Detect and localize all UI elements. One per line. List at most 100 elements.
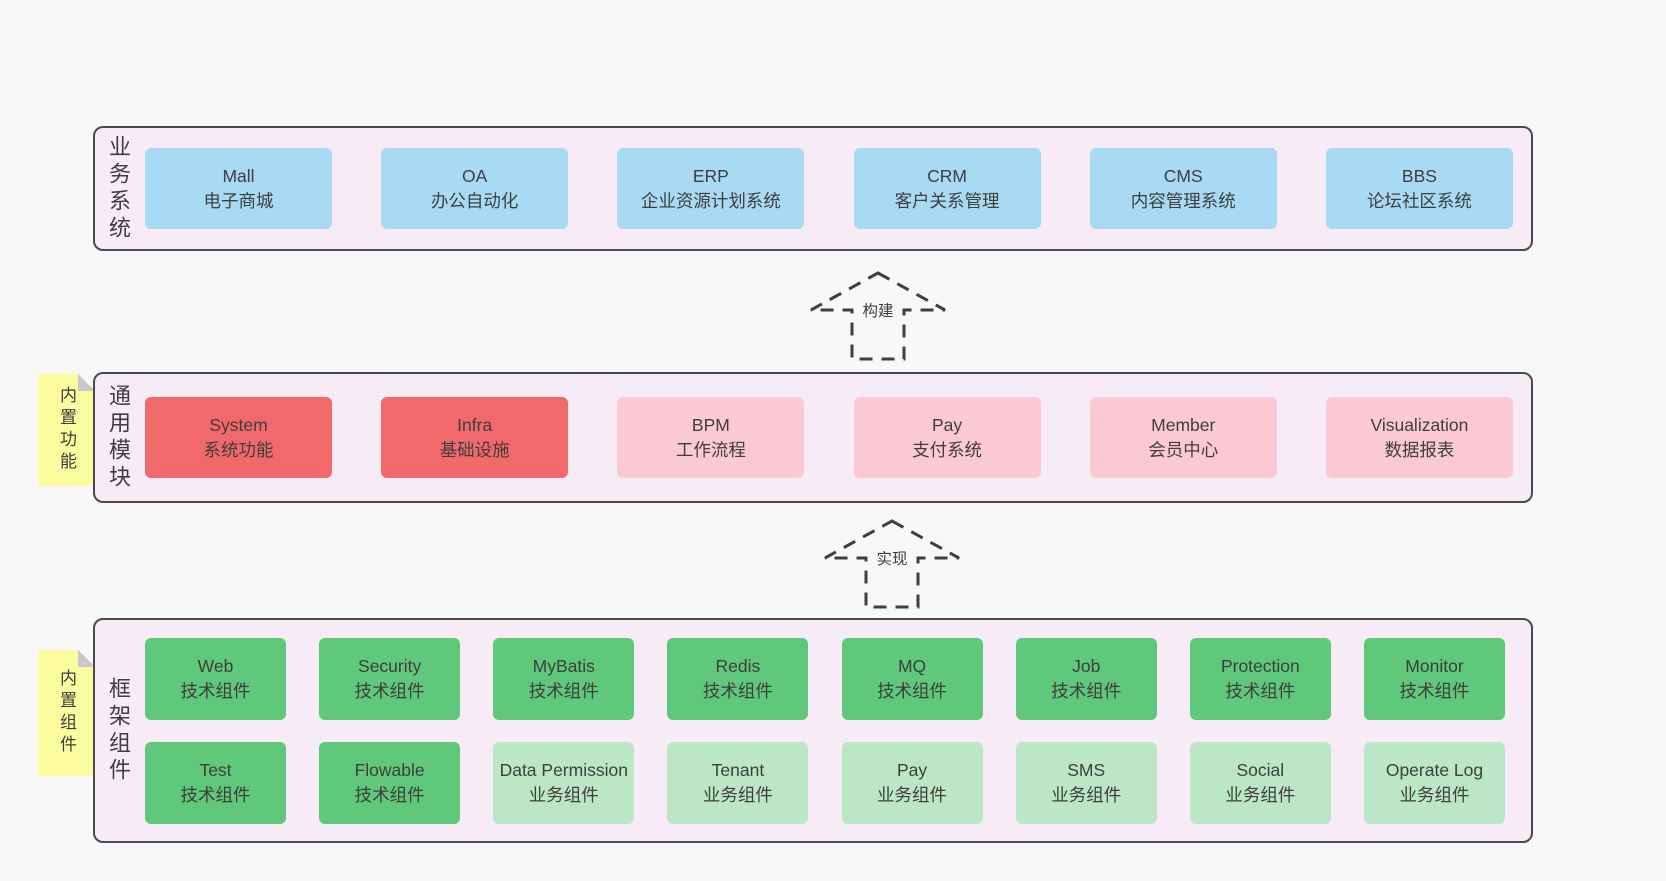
node-title: Member [1151, 414, 1216, 435]
node-title: Mall [222, 165, 255, 186]
node-subtitle: 技术组件 [180, 784, 251, 805]
node-subtitle: 技术组件 [1225, 680, 1296, 701]
layer-label-common-modules: 通用模块 [106, 383, 131, 492]
layer-label-business-systems: 业务系统 [106, 134, 131, 243]
node-subtitle: 技术组件 [528, 680, 599, 701]
node-title: BPM [691, 414, 730, 435]
node-data-permission: Data Permission 业务组件 [493, 741, 635, 824]
node-system: System 系统功能 [145, 397, 332, 478]
sticky-note-builtin-components: 内置组件 [38, 650, 95, 776]
node-title: ERP [692, 165, 729, 186]
sticky-note-builtin-features: 内置功能 [38, 374, 95, 486]
node-title: SMS [1067, 759, 1106, 780]
node-cms: CMS 内容管理系统 [1089, 148, 1277, 229]
node-subtitle: 业务组件 [702, 784, 773, 805]
node-subtitle: 办公自动化 [430, 190, 519, 211]
node-oa: OA 办公自动化 [381, 148, 569, 229]
node-bbs: BBS 论坛社区系统 [1325, 148, 1513, 229]
node-title: Job [1072, 655, 1101, 676]
node-subtitle: 数据报表 [1384, 439, 1455, 460]
band-framework-components: 框架组件 Web 技术组件 Security 技术组件 MyBatis 技术组件… [93, 618, 1533, 843]
node-title: Protection [1220, 655, 1300, 676]
business-systems-row: Mall 电子商城 OA 办公自动化 ERP 企业资源计划系统 CRM 客户关系… [129, 148, 1531, 229]
node-mq: MQ 技术组件 [841, 637, 983, 720]
node-subtitle: 支付系统 [912, 439, 983, 460]
framework-components-row-2: Test 技术组件 Flowable 技术组件 Data Permission … [145, 741, 1505, 824]
node-subtitle: 业务组件 [528, 784, 599, 805]
node-social: Social 业务组件 [1189, 741, 1331, 824]
node-title: Tenant [711, 759, 765, 780]
node-title: Web [197, 655, 234, 676]
node-title: Test [199, 759, 232, 780]
node-web: Web 技术组件 [145, 637, 286, 720]
node-job: Job 技术组件 [1015, 637, 1157, 720]
node-subtitle: 业务组件 [1051, 784, 1122, 805]
node-subtitle: 企业资源计划系统 [640, 190, 781, 211]
node-subtitle: 内容管理系统 [1130, 190, 1236, 211]
node-bpm: BPM 工作流程 [617, 397, 805, 478]
node-title: System [209, 414, 268, 435]
node-title: MyBatis [532, 655, 595, 676]
node-title: Pay [931, 414, 963, 435]
arrow-build: 构建 [808, 270, 948, 362]
node-title: Visualization [1370, 414, 1469, 435]
node-subtitle: 论坛社区系统 [1366, 190, 1472, 211]
node-subtitle: 技术组件 [702, 680, 773, 701]
node-title: Monitor [1405, 655, 1464, 676]
node-title: Redis [715, 655, 761, 676]
node-subtitle: 系统功能 [203, 439, 274, 460]
node-title: Security [358, 655, 422, 676]
sticky-fold-icon [78, 650, 95, 667]
node-infra: Infra 基础设施 [381, 397, 569, 478]
node-pay-system: Pay 支付系统 [853, 397, 1041, 478]
framework-components-rows: Web 技术组件 Security 技术组件 MyBatis 技术组件 Redi… [129, 637, 1531, 824]
band-business-systems: 业务系统 Mall 电子商城 OA 办公自动化 ERP 企业资源计划系统 CRM… [93, 126, 1533, 251]
node-visualization: Visualization 数据报表 [1325, 397, 1513, 478]
layer-label-framework-components: 框架组件 [106, 676, 131, 785]
node-tenant: Tenant 业务组件 [667, 741, 809, 824]
node-title: CRM [927, 165, 967, 186]
node-title: Operate Log [1385, 759, 1484, 780]
node-operate-log: Operate Log 业务组件 [1363, 741, 1505, 824]
node-mybatis: MyBatis 技术组件 [493, 637, 635, 720]
node-security: Security 技术组件 [319, 637, 461, 720]
node-subtitle: 业务组件 [877, 784, 948, 805]
node-subtitle: 电子商城 [203, 190, 274, 211]
node-title: OA [462, 165, 488, 186]
node-flowable: Flowable 技术组件 [319, 741, 461, 824]
node-title: BBS [1401, 165, 1437, 186]
node-subtitle: 技术组件 [354, 784, 425, 805]
node-title: CMS [1163, 165, 1203, 186]
node-subtitle: 客户关系管理 [894, 190, 1000, 211]
node-pay-component: Pay 业务组件 [841, 741, 983, 824]
node-title: Infra [457, 414, 493, 435]
node-subtitle: 基础设施 [439, 439, 510, 460]
node-subtitle: 技术组件 [1051, 680, 1122, 701]
node-test: Test 技术组件 [145, 741, 286, 824]
node-subtitle: 工作流程 [675, 439, 746, 460]
arrow-implement: 实现 [822, 518, 962, 610]
node-subtitle: 会员中心 [1148, 439, 1219, 460]
band-common-modules: 通用模块 System 系统功能 Infra 基础设施 BPM 工作流程 Pay… [93, 372, 1533, 503]
node-title: Social [1236, 759, 1285, 780]
node-title: Pay [896, 759, 928, 780]
sticky-fold-icon [78, 374, 95, 391]
node-member: Member 会员中心 [1089, 397, 1277, 478]
node-redis: Redis 技术组件 [667, 637, 809, 720]
node-subtitle: 技术组件 [877, 680, 948, 701]
framework-components-row-1: Web 技术组件 Security 技术组件 MyBatis 技术组件 Redi… [145, 637, 1505, 720]
node-monitor: Monitor 技术组件 [1363, 637, 1505, 720]
node-subtitle: 技术组件 [180, 680, 251, 701]
node-sms: SMS 业务组件 [1015, 741, 1157, 824]
node-crm: CRM 客户关系管理 [853, 148, 1041, 229]
sticky-note-label: 内置功能 [57, 386, 76, 474]
arrow-build-label: 构建 [858, 299, 898, 321]
node-title: MQ [897, 655, 927, 676]
node-subtitle: 业务组件 [1399, 784, 1470, 805]
node-subtitle: 技术组件 [1399, 680, 1470, 701]
node-protection: Protection 技术组件 [1189, 637, 1331, 720]
node-mall: Mall 电子商城 [145, 148, 332, 229]
node-erp: ERP 企业资源计划系统 [617, 148, 805, 229]
node-subtitle: 技术组件 [354, 680, 425, 701]
arrow-implement-label: 实现 [872, 547, 912, 569]
